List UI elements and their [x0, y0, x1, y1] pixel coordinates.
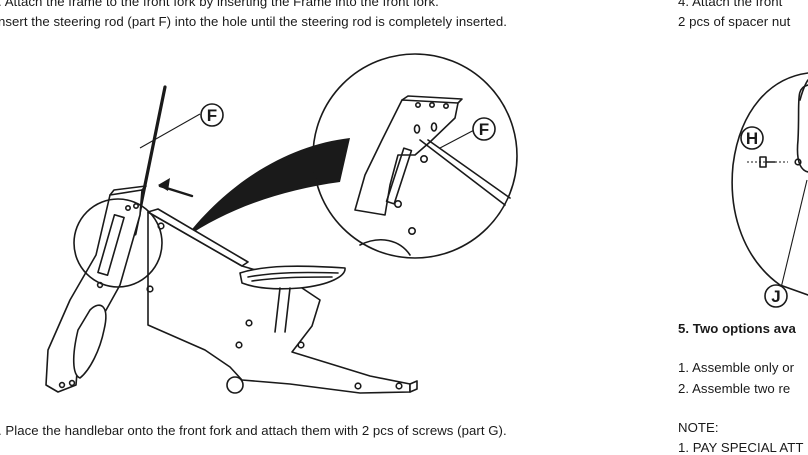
option-1: 1. Assemble only or: [678, 360, 795, 375]
note-heading: NOTE:: [678, 420, 719, 435]
detail-circle-large: [312, 53, 518, 259]
insert-arrow: [158, 178, 194, 198]
label-f-zoom: F: [472, 117, 496, 141]
step5-heading: 5. Two options ava: [678, 321, 796, 336]
step3-instruction: . Place the handlebar onto the front for…: [0, 423, 507, 438]
svg-text:J: J: [771, 287, 780, 306]
front-fork: [45, 185, 147, 393]
step2-line2: nsert the steering rod (part F) into the…: [0, 14, 507, 29]
option-2: 2. Assemble two re: [678, 381, 791, 396]
svg-text:F: F: [479, 120, 489, 139]
steering-rod: [133, 85, 201, 236]
svg-text:H: H: [746, 129, 758, 148]
svg-text:F: F: [207, 106, 217, 125]
label-f-main: F: [200, 103, 224, 127]
step4-illustration: [731, 72, 808, 296]
label-j: J: [764, 284, 788, 308]
seat-piece: [239, 265, 346, 333]
frame-body: [146, 208, 418, 394]
zoom-wedge: [185, 138, 350, 238]
step4-line2: 2 pcs of spacer nut: [678, 14, 791, 29]
step2-line1: . Attach the frame to the front fork by …: [0, 0, 439, 9]
step4-line1: 4. Attach the front: [678, 0, 783, 9]
note-item-1: 1. PAY SPECIAL ATT: [678, 440, 804, 455]
detail-circle-small: [73, 198, 163, 288]
label-h: H: [740, 126, 764, 150]
